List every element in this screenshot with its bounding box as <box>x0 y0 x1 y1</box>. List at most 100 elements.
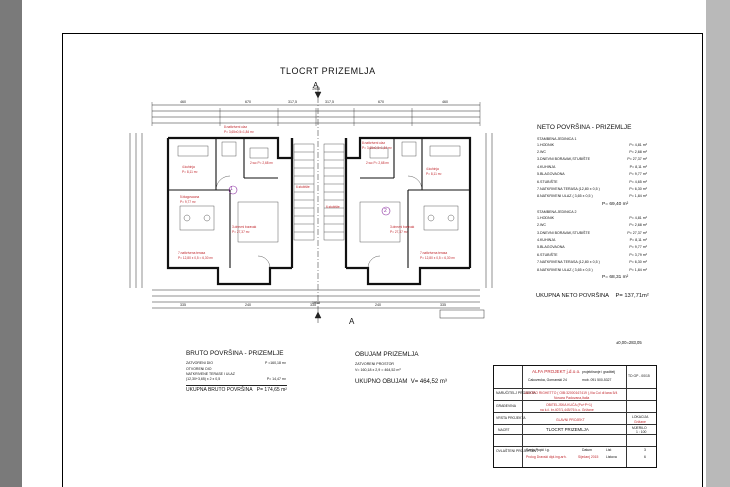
area-row-label: 8.NATKRIVENI ULAZ ( 3,65 x 0,5 ) <box>537 194 593 199</box>
svg-text:P= 8,11 m²: P= 8,11 m² <box>182 170 197 174</box>
bruto-total-value: P= 174,65 m² <box>256 387 287 394</box>
area-row-label: 3.DNEVNI BORAVAK,STUBIŠTE <box>537 230 590 235</box>
svg-text:3.dnevni boravak: 3.dnevni boravak <box>232 225 257 229</box>
svg-text:2.wc P= 2,68 m²: 2.wc P= 2,68 m² <box>250 161 273 165</box>
tb-sheets-value: 6 <box>644 455 646 459</box>
bruto-heading: BRUTO POVRŠINA - PRIZEMLJE <box>186 350 284 357</box>
tb-scale-value: 1 : 100 <box>636 430 647 434</box>
tb-author-sub: Prolog Dravski dipl.ing.arh. <box>526 455 567 459</box>
svg-text:6.stubište: 6.stubište <box>326 205 340 209</box>
dim-top-total: 1958 <box>312 87 320 91</box>
area-row-label: 7.NATKRIVENA TERASA (12,80 x 0,5 ) <box>537 260 600 265</box>
area-row-value: P= 27,37 m² <box>627 157 647 162</box>
tb-content-label: NACRT <box>498 428 510 432</box>
area-row: 3.DNEVNI BORAVAK,STUBIŠTE P= 27,37 m² <box>537 156 647 163</box>
svg-text:335: 335 <box>440 303 446 307</box>
tb-content-value: TLOCRT PRIZEMLJA <box>546 427 589 432</box>
svg-text:7.natkrivena terasa: 7.natkrivena terasa <box>420 251 447 255</box>
bruto-total: UKUPNA BRUTO POVRŠINA P= 174,65 m² <box>186 385 287 393</box>
svg-text:317,5: 317,5 <box>288 100 297 104</box>
area-row: 8.NATKRIVENI ULAZ ( 3,65 x 0,5 ) P= 1,84 … <box>537 267 647 274</box>
tb-scale-label: MJERILO <box>632 426 647 430</box>
tb-building-label: GRAĐEVINA <box>496 404 516 408</box>
section-mark-bottom: A <box>349 317 355 326</box>
bruto-area-block: BRUTO POVRŠINA - PRIZEMLJE ZATVORENI DIO… <box>186 350 287 393</box>
area-row-value: P= 8,11 m² <box>629 237 647 242</box>
neto-area-table: NETO POVRŠINA - PRIZEMLJE STAMBENA JEDIN… <box>537 124 647 282</box>
area-row-value: P= 8,11 m² <box>629 164 647 169</box>
tb-building-loc: na k.č. br.407/1,445/76 k.o. Grižane <box>540 408 594 412</box>
area-row-label: 4.KUHINJA <box>537 237 556 242</box>
tb-investor-label: NARUČITELJ PROJEKTA <box>496 391 536 395</box>
area-row-label: 5.BLAGOVAONA <box>537 245 565 250</box>
svg-text:5.blagovaona: 5.blagovaona <box>180 195 199 199</box>
area-row: 4.KUHINJA P= 8,11 m² <box>537 164 647 171</box>
svg-text:2.wc P= 2,68 m²: 2.wc P= 2,68 m² <box>366 161 389 165</box>
area-row-value: P= 27,37 m² <box>627 230 647 235</box>
volume-sub1: ZATVORENI PROSTOR <box>355 362 395 367</box>
area-row-label: 4.KUHINJA <box>537 164 556 169</box>
unit2-title: STAMBENA JEDINICA 2 <box>537 209 577 214</box>
tb-author-label: OVLAŠTENI PROJEKTANT <box>496 449 539 453</box>
svg-text:460: 460 <box>442 100 448 104</box>
area-row: 6.STUBIŠTE P= 3,79 m² <box>537 252 647 259</box>
title-block: ALFA PROJEKT j.d.o.o. projektiranje i gr… <box>493 365 657 468</box>
unit1-title: STAMBENA JEDINICA 1 <box>537 136 577 141</box>
svg-text:8.natkriveni ulaz: 8.natkriveni ulaz <box>362 141 385 145</box>
dim-bottom-total: 1958 <box>312 301 320 305</box>
area-row-label: 3.DNEVNI BORAVAK,STUBIŠTE <box>537 157 590 162</box>
area-row-label: (12,30+3,65) x 2 x 0,5 <box>186 377 221 382</box>
tb-loc-label: LOKACIJA <box>632 415 649 419</box>
drawing-title: TLOCRT PRIZEMLJA <box>280 66 376 76</box>
tb-sheets-label: Listova <box>606 455 617 459</box>
unit2-total: P= 68,31 m² <box>602 275 629 280</box>
svg-text:P= 9,77 m²: P= 9,77 m² <box>180 200 196 204</box>
area-row-label: 8.NATKRIVENI ULAZ ( 3,65 x 0,5 ) <box>537 267 593 272</box>
area-row-value: P= 4,65 m² <box>629 179 647 184</box>
tb-company-sub: projektiranje i graditelj <box>582 370 615 374</box>
unit-label-2: 2 <box>384 208 387 214</box>
svg-text:335: 335 <box>310 303 316 307</box>
area-row: NATKRIVENE TERASE I ULAZ <box>186 372 286 377</box>
area-row-label: NATKRIVENE TERASE I ULAZ <box>186 371 235 376</box>
tb-sheet-label: List <box>606 448 612 452</box>
tb-phone: mob. 091 500-5327 <box>582 378 612 382</box>
neto-grand-total: UKUPNA NETO POVRŠINA P= 137,71m² <box>536 293 649 300</box>
svg-text:4.kuhinja: 4.kuhinja <box>182 165 195 169</box>
area-row-label: 2.WC <box>537 223 546 228</box>
svg-text:240: 240 <box>245 303 251 307</box>
area-row-value: P= 6,30 m² <box>629 186 647 191</box>
area-row-label: ZATVORENI DIO <box>186 361 213 366</box>
svg-text:6.stubište: 6.stubište <box>296 185 310 189</box>
volume-total: UKUPNO OBUJAM V= 464,52 m³ <box>355 379 447 385</box>
tb-date-value: Siječanj 2015 <box>578 455 599 459</box>
area-row: 4.KUHINJA P= 8,11 m² <box>537 237 647 244</box>
tb-address: Cakovecka, Gornanski 24 <box>528 378 567 382</box>
right-scrollbar[interactable] <box>706 0 730 487</box>
area-row-value: P= 2,68 m² <box>629 149 647 154</box>
area-row-value: P= 3,79 m² <box>629 252 647 257</box>
area-row: OTVORENI DIO <box>186 367 286 372</box>
svg-text:P= 27,37 m²: P= 27,37 m² <box>232 230 249 234</box>
tb-investor-value: JACOPO RIGHETTO ( OIB:32000167419 ),Via … <box>524 391 618 395</box>
svg-text:P= 8,11 m²: P= 8,11 m² <box>426 172 441 176</box>
area-row: 2.WC P= 2,68 m² <box>537 149 647 156</box>
svg-text:670: 670 <box>378 100 384 104</box>
area-row-value: P= 1,84 m² <box>629 194 647 199</box>
svg-text:3.dnevni boravak: 3.dnevni boravak <box>390 225 415 229</box>
svg-text:335: 335 <box>180 303 186 307</box>
area-row-value: P= 4,81 m² <box>629 142 647 147</box>
bruto-total-label: UKUPNA BRUTO POVRŠINA <box>186 387 253 394</box>
area-row-label: 6.STUBIŠTE <box>537 252 558 257</box>
area-row-label: OTVORENI DIO <box>186 366 212 371</box>
tb-type-label: VRSTA PROJEKTA <box>496 416 526 420</box>
volume-sub2: V= 160,18 x 2,9 = 464,52 m³ <box>355 367 401 372</box>
area-row-label: 2.WC <box>537 149 546 154</box>
volume-total-value: V= 464,52 m³ <box>410 379 447 386</box>
area-row-value: P= 1,84 m² <box>629 267 647 272</box>
